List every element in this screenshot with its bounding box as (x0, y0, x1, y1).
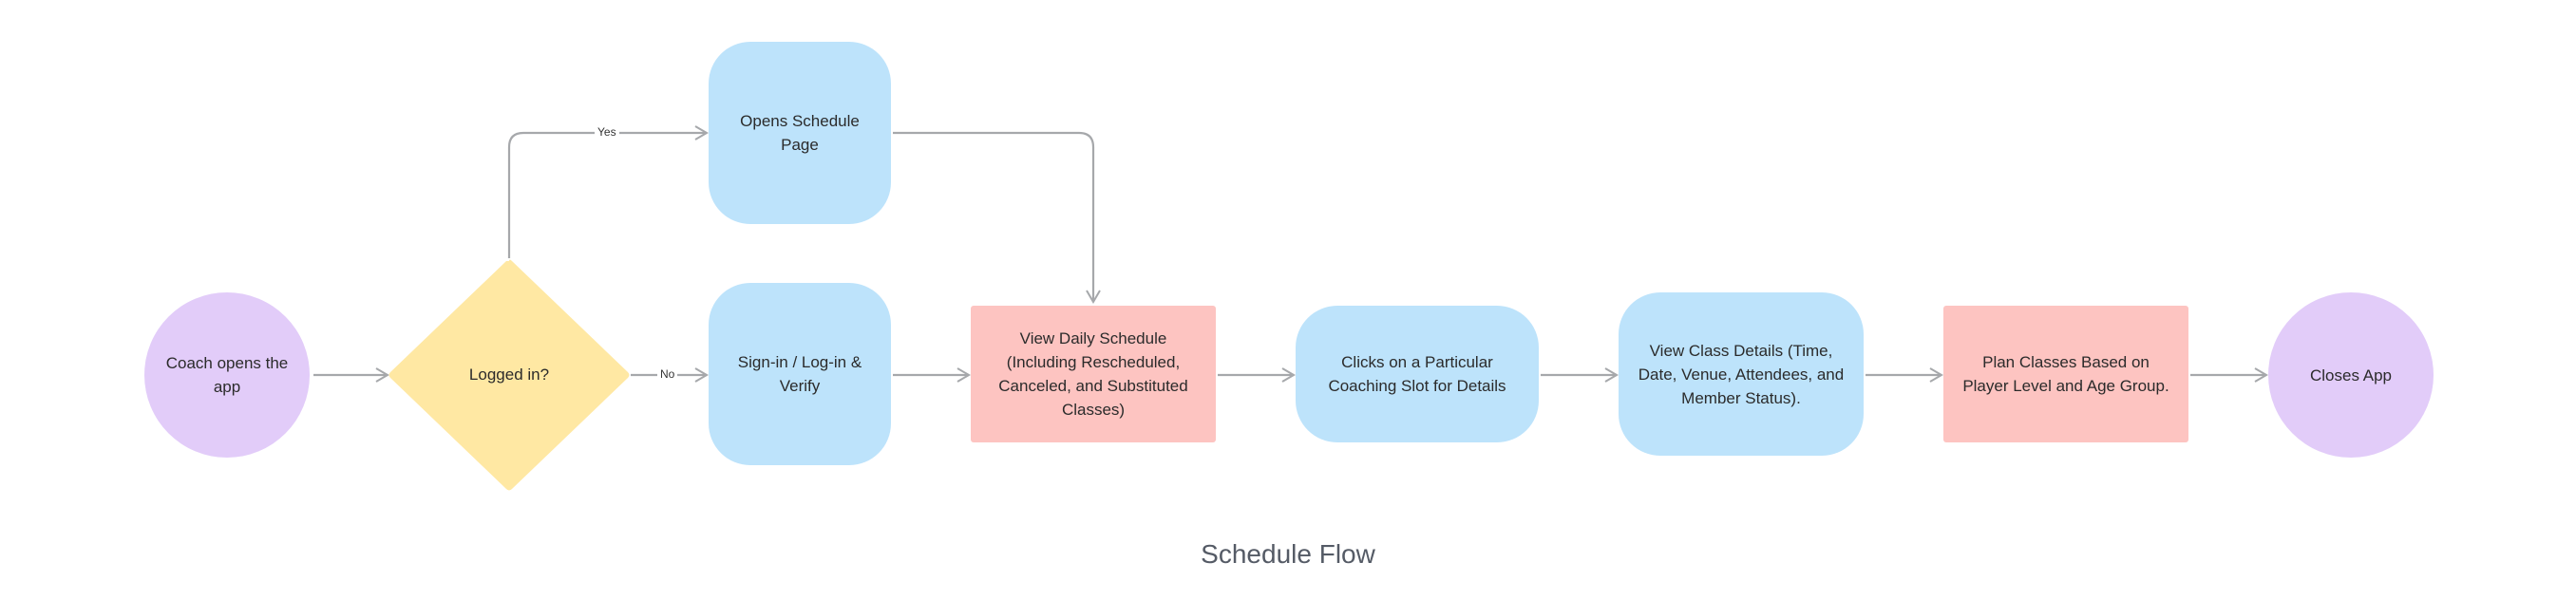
node-logged-in-decision: Logged in? (388, 258, 631, 492)
node-clicks-coaching-slot: Clicks on a Particular Coaching Slot for… (1296, 306, 1539, 442)
node-label: Opens Schedule Page (740, 112, 860, 154)
diagram-title: Schedule Flow (1201, 539, 1375, 569)
node-label: View Daily Schedule (Including Reschedul… (998, 329, 1188, 419)
node-sign-in-verify: Sign-in / Log-in & Verify (709, 283, 891, 465)
edge-decision-yes-to-open-schedule (507, 125, 709, 258)
node-plan-classes: Plan Classes Based on Player Level and A… (1943, 306, 2188, 442)
edge-label-yes: Yes (595, 125, 619, 139)
node-label: Sign-in / Log-in & Verify (737, 353, 862, 395)
node-label: Coach opens the app (165, 354, 289, 396)
edge-open-schedule-to-view-daily (893, 131, 1101, 304)
node-closes-app: Closes App (2268, 292, 2434, 458)
node-view-daily-schedule: View Daily Schedule (Including Reschedul… (971, 306, 1216, 442)
node-opens-schedule-page: Opens Schedule Page (709, 42, 891, 224)
edge-label-text: No (660, 367, 675, 381)
node-label: Clicks on a Particular Coaching Slot for… (1328, 353, 1506, 395)
node-label: Logged in? (468, 366, 550, 384)
node-label: Plan Classes Based on Player Level and A… (1962, 353, 2169, 395)
node-label: View Class Details (Time, Date, Venue, A… (1638, 341, 1845, 407)
diamond-shape (388, 259, 630, 491)
edge-label-no: No (657, 367, 678, 381)
node-view-class-details: View Class Details (Time, Date, Venue, A… (1619, 292, 1864, 456)
node-coach-opens-app: Coach opens the app (144, 292, 310, 458)
edge-label-text: Yes (597, 125, 616, 139)
node-label: Closes App (2310, 366, 2392, 384)
